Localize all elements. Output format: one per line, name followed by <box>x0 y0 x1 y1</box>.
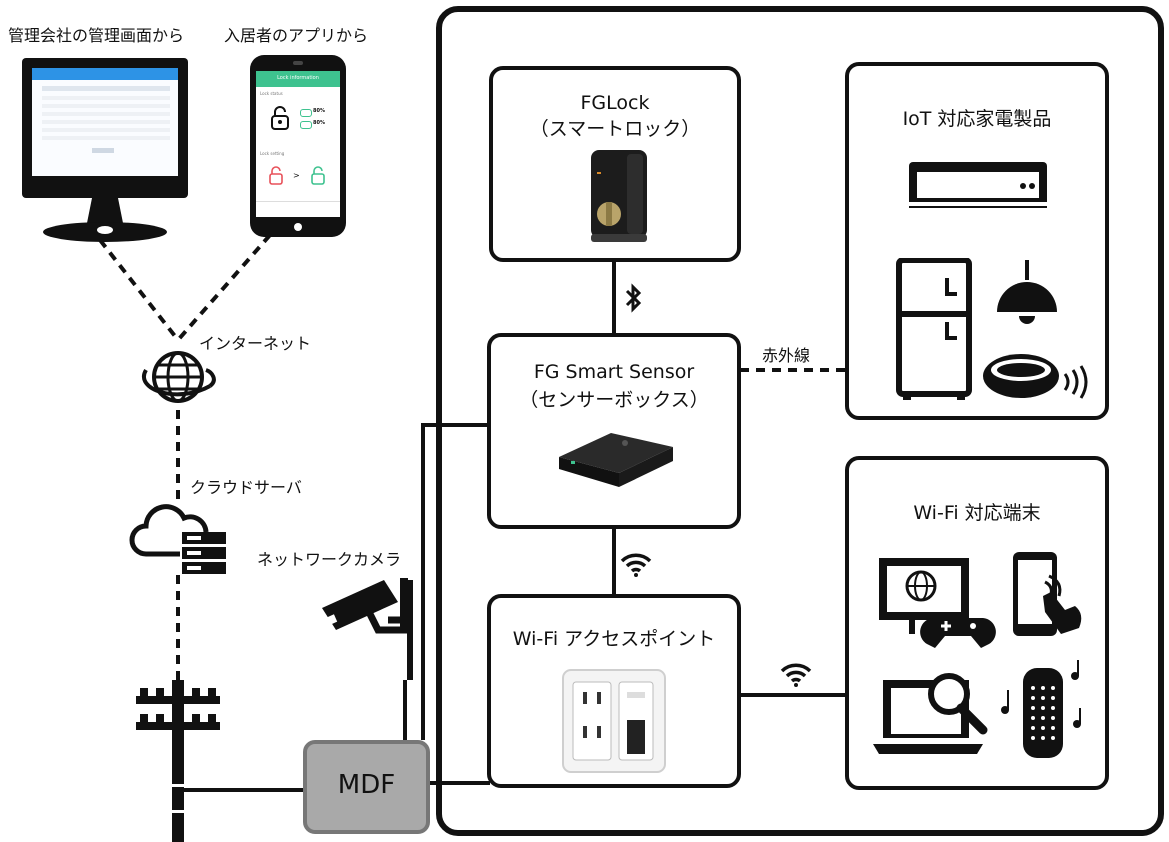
pendant-lamp-icon <box>997 260 1057 324</box>
air-conditioner-icon <box>909 162 1047 208</box>
refrigerator-icon <box>896 258 972 400</box>
admin-label: 管理会社の管理画面から <box>8 26 185 45</box>
fglock-box: FGLock （スマートロック） <box>489 66 741 262</box>
app-screen: Lock information Lock status 80% 80% Loc… <box>256 71 340 217</box>
wifi-devices-title: Wi-Fi 対応端末 <box>913 502 1041 524</box>
lock-open-icon <box>271 106 289 130</box>
cloud-server-icon <box>129 504 226 574</box>
wifi-icon <box>620 553 652 577</box>
wifi-icon-2 <box>780 663 812 687</box>
home-network-frame <box>436 6 1164 836</box>
internet-label: インターネット <box>199 334 312 353</box>
fglock-title: FGLock <box>580 92 650 114</box>
mdf-box: MDF <box>303 740 430 834</box>
tv-gamepad-icon <box>879 558 996 648</box>
access-point-icon <box>562 669 666 773</box>
bluetooth-icon <box>625 283 642 313</box>
smartphone-icon: Lock information Lock status 80% 80% Loc… <box>250 55 346 237</box>
sensor-title: FG Smart Sensor <box>533 361 695 383</box>
resident-app-label: 入居者のアプリから <box>224 26 369 45</box>
ap-title: Wi-Fi アクセスポイント <box>512 628 716 650</box>
tablet-touch-icon <box>1013 552 1082 636</box>
laptop-search-icon <box>873 673 988 754</box>
ap-box: Wi-Fi アクセスポイント <box>487 594 741 788</box>
lock-status-label: Lock status <box>260 91 283 96</box>
globe-icon <box>142 351 216 403</box>
iot-box: IoT 対応家電製品 <box>845 62 1109 420</box>
battery-2: 80% <box>313 120 325 126</box>
smart-speaker-icon <box>1001 660 1081 758</box>
infrared-label: 赤外線 <box>762 346 811 365</box>
cloud-label: クラウドサーバ <box>190 478 302 497</box>
utility-pole-icon <box>136 680 220 842</box>
sensor-box: FG Smart Sensor （センサーボックス） <box>487 333 741 529</box>
mdf-label: MDF <box>337 770 396 800</box>
sensor-subtitle: （センサーボックス） <box>519 389 709 411</box>
battery-1: 80% <box>313 108 325 114</box>
lock-green-icon <box>311 166 325 185</box>
camera-label: ネットワークカメラ <box>257 550 402 569</box>
monitor-icon <box>22 58 188 242</box>
sensor-device-icon <box>559 433 673 487</box>
smart-lock-icon <box>591 150 647 242</box>
fglock-subtitle: （スマートロック） <box>529 118 701 140</box>
music-note-icon <box>1001 660 1081 728</box>
app-header-title: Lock information <box>277 75 319 81</box>
robot-vacuum-icon <box>983 354 1088 399</box>
iot-title: IoT 対応家電製品 <box>902 108 1052 130</box>
lock-setting-label: Lock setting <box>260 151 285 156</box>
app-header: Lock information <box>256 71 340 87</box>
wifi-devices-box: Wi-Fi 対応端末 <box>845 456 1109 790</box>
lock-red-icon <box>269 166 283 185</box>
security-camera-icon <box>322 578 410 634</box>
